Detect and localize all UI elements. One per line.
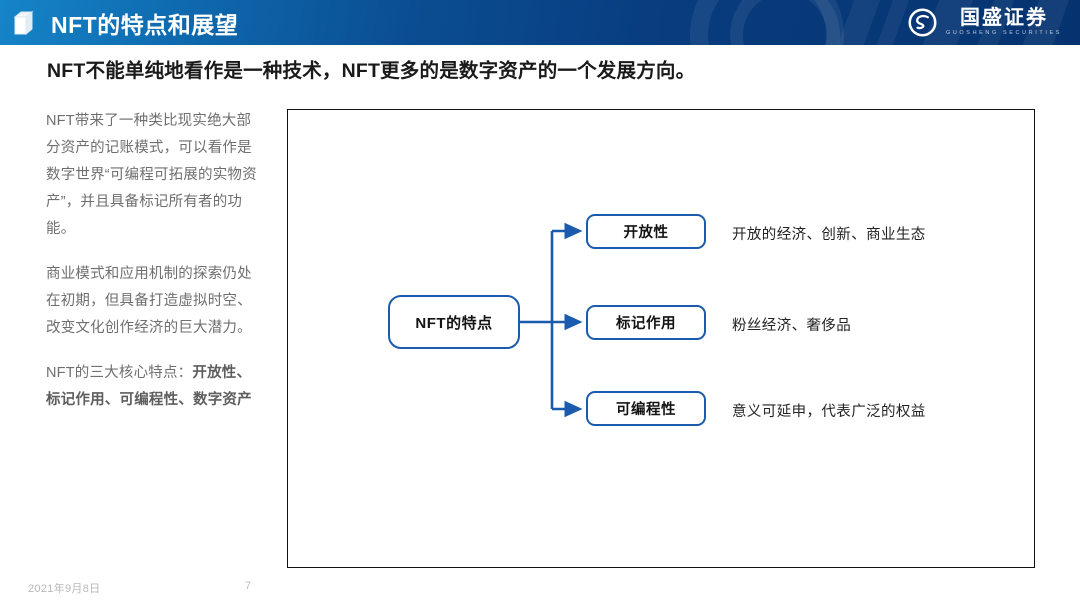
footer-date: 2021年9月8日 xyxy=(28,583,101,595)
logo-mark-icon xyxy=(908,8,937,37)
diagram-desc-marking: 粉丝经济、奢侈品 xyxy=(732,318,852,334)
slide-header: NFT的特点和展望 国盛证券 GUOSHENG SECURITIES xyxy=(0,0,1080,45)
logo-name-cn: 国盛证券 xyxy=(959,7,1048,30)
slide-subtitle: NFT不能单纯地看作是一种技术，NFT更多的是数字资产的一个发展方向。 xyxy=(47,60,696,82)
paragraph-2: 商业模式和应用机制的探索仍处在初期，但具备打造虚拟时空、改变文化创作经济的巨大潜… xyxy=(46,266,252,336)
cube-icon xyxy=(13,10,39,36)
diagram-node-root[interactable]: NFT的特点 xyxy=(388,295,520,349)
page-title: NFT的特点和展望 xyxy=(51,11,239,38)
diagram-connectors xyxy=(520,222,583,418)
left-text-column: NFT带来了一种类比现实绝大部分资产的记账模式，可以看作是数字世界“可编程可拓展… xyxy=(46,108,261,414)
logo-name-en: GUOSHENG SECURITIES xyxy=(945,30,1062,37)
header-title-group: NFT的特点和展望 xyxy=(13,0,238,45)
paragraph-3: NFT的三大核心特点：开放性、标记作用、可编程性、数字资产 xyxy=(46,360,261,414)
company-logo: 国盛证券 GUOSHENG SECURITIES xyxy=(908,0,1062,45)
paragraph-3-normal: NFT的三大核心特点： xyxy=(46,365,193,381)
diagram-node-programmability[interactable]: 可编程性 xyxy=(586,391,706,426)
paragraph-1: NFT带来了一种类比现实绝大部分资产的记账模式，可以看作是数字世界“可编程可拓展… xyxy=(46,113,257,237)
diagram-desc-openness: 开放的经济、创新、商业生态 xyxy=(732,227,926,243)
paragraph-3-bold: 开放性、标记作用、可编程性、数字资产 xyxy=(46,365,252,408)
diagram-desc-programmability: 意义可延申，代表广泛的权益 xyxy=(732,404,926,420)
diagram-node-openness[interactable]: 开放性 xyxy=(586,214,706,249)
diagram-frame: NFT的特点 开放性 标记作用 可编程性 开放的经济、创新、商业生态 粉丝经济、… xyxy=(287,109,1035,568)
diagram-node-marking[interactable]: 标记作用 xyxy=(586,305,706,340)
footer-page-number: 7 xyxy=(245,580,252,592)
